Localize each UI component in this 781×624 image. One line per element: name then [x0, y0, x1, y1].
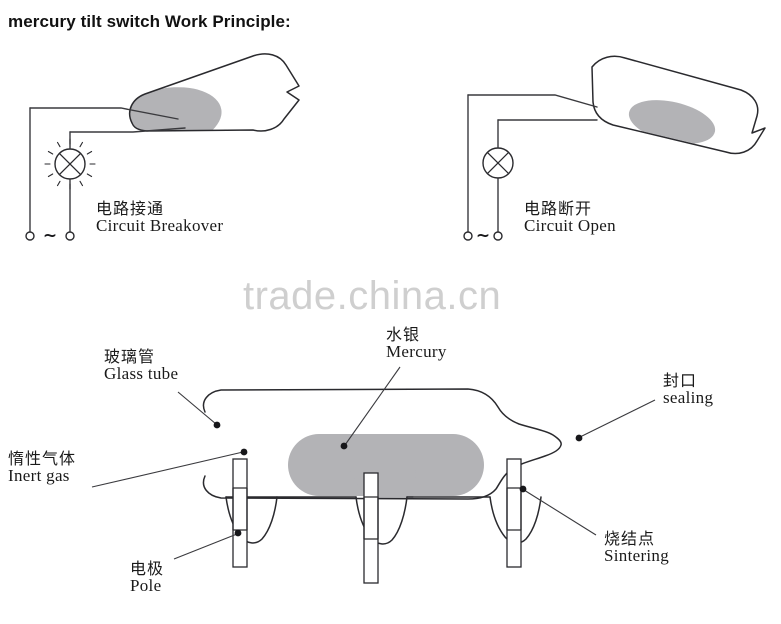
- sinter-seal-bands: [232, 487, 522, 540]
- callout-sealing-cn: 封口: [663, 371, 698, 390]
- callout-glass-tube-cn: 玻璃管: [104, 347, 156, 366]
- callout-inert-gas-cn: 惰性气体: [8, 449, 77, 468]
- power-terminals-right: ~: [463, 226, 503, 246]
- panel-cutaway: [91, 366, 656, 584]
- caption-circuit-breakover-en: Circuit Breakover: [96, 216, 224, 236]
- callout-inert-gas-en: Inert gas: [8, 466, 70, 486]
- callout-mercury-cn: 水银: [386, 325, 421, 344]
- page-title: mercury tilt switch Work Principle:: [8, 12, 291, 31]
- power-terminals-left: ~: [25, 226, 75, 246]
- caption-circuit-breakover: 电路接通 Circuit Breakover: [96, 200, 223, 236]
- glass-tube-left: [128, 53, 300, 132]
- glass-tube-right: [591, 55, 766, 155]
- callout-sintering-en: Sintering: [604, 546, 670, 566]
- glass-envelope: [202, 388, 562, 500]
- electrode-neck-center: [355, 496, 408, 545]
- caption-circuit-breakover-cn: 电路接通: [96, 199, 165, 218]
- callout-pole: 电极 Pole: [130, 560, 164, 596]
- electrode-pin-center: [363, 472, 379, 584]
- callout-pole-en: Pole: [130, 576, 162, 596]
- electrode-neck-left: [225, 496, 278, 544]
- callout-sintering: 烧结点 Sintering: [604, 530, 669, 566]
- lamp-unlit-icon: [482, 147, 514, 179]
- callout-glass-tube-en: Glass tube: [104, 364, 179, 384]
- electrode-pin-right: [506, 458, 522, 568]
- caption-circuit-open-cn: 电路断开: [524, 199, 593, 218]
- callout-glass-tube: 玻璃管 Glass tube: [104, 348, 178, 384]
- callout-sealing: 封口 sealing: [663, 372, 713, 408]
- mercury-pool-right: [628, 100, 716, 144]
- electrode-wire-lower-left: [69, 127, 186, 133]
- caption-circuit-open: 电路断开 Circuit Open: [524, 200, 616, 236]
- watermark: trade.china.cn: [243, 274, 502, 318]
- mercury-body: [288, 434, 484, 499]
- mercury-pool-left: [130, 87, 222, 131]
- lamp-lit-icon: [44, 138, 96, 190]
- callout-mercury: 水银 Mercury: [386, 326, 447, 362]
- electrode-necks: [225, 496, 542, 545]
- callout-leaders: [91, 366, 656, 560]
- electrode-pin-left: [232, 458, 248, 568]
- svg-text:~: ~: [43, 226, 57, 246]
- panel-circuit-open: ~: [463, 55, 766, 246]
- callout-sealing-en: sealing: [663, 388, 714, 408]
- electrode-wire-upper-right: [467, 94, 598, 108]
- callout-pole-cn: 电极: [130, 559, 165, 578]
- callout-sintering-cn: 烧结点: [604, 529, 656, 548]
- panel-circuit-closed: ~: [25, 53, 300, 246]
- svg-text:~: ~: [476, 226, 490, 246]
- electrode-wire-upper-left: [29, 107, 179, 120]
- callout-mercury-en: Mercury: [386, 342, 447, 362]
- caption-circuit-open-en: Circuit Open: [524, 216, 616, 236]
- callout-inert-gas: 惰性气体 Inert gas: [8, 450, 76, 486]
